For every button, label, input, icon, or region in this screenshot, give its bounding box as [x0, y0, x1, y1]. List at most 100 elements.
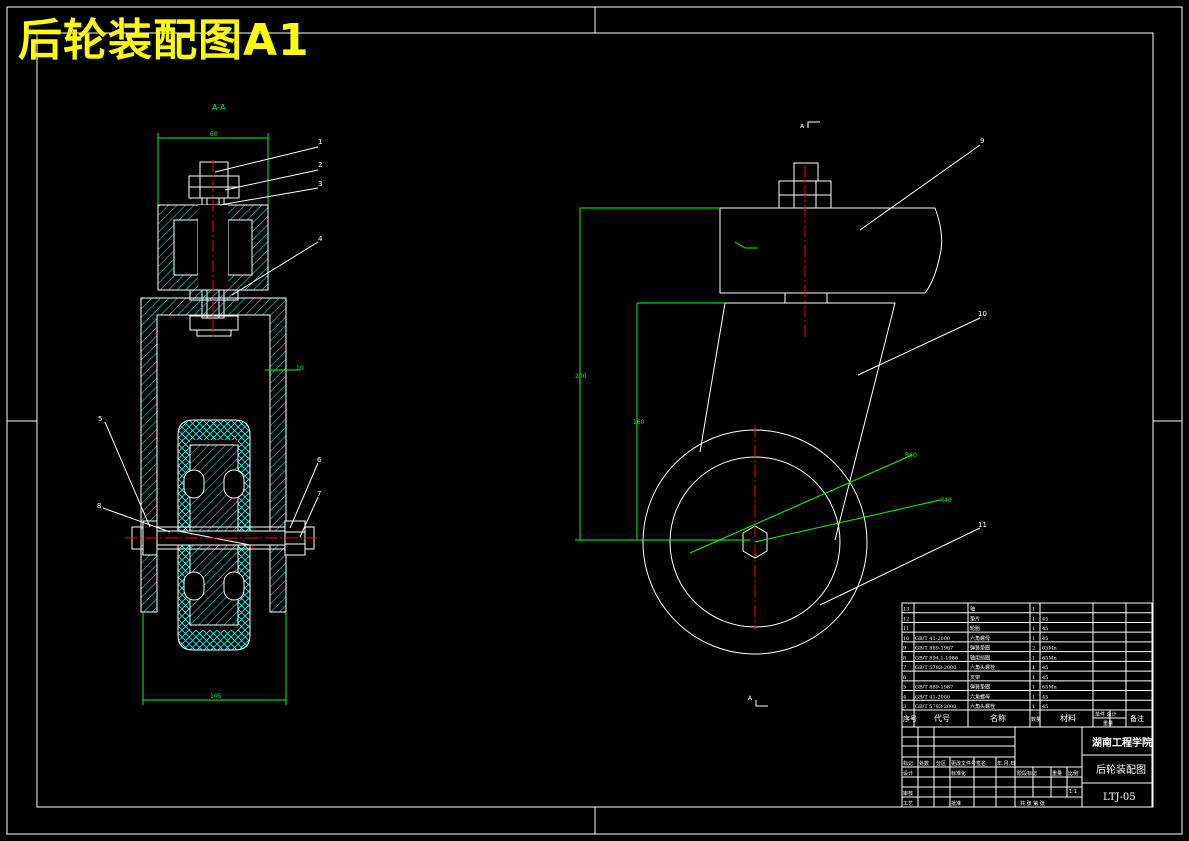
- bom-cell-material: 45: [1042, 675, 1048, 681]
- bom-cell-name: 六角头螺栓: [970, 703, 995, 710]
- balloon-9: 9: [980, 137, 984, 145]
- bom-header: [902, 603, 1152, 727]
- balloon-8: 8: [97, 502, 101, 510]
- bom-cell-material: 65Mn: [1042, 655, 1057, 661]
- bom-cell-no: 9: [903, 646, 906, 652]
- bom-cell-no: 8: [903, 655, 906, 661]
- label-signature: 签名: [976, 760, 986, 767]
- bom-cell-qty: 1: [1032, 655, 1035, 661]
- bom-cell-no: 12: [903, 616, 909, 622]
- balloon-11: 11: [978, 521, 987, 529]
- bom-header-name: 名称: [990, 713, 1006, 723]
- drawing-code: LTJ-05: [1103, 792, 1136, 803]
- bom-cell-no: 11: [903, 626, 909, 632]
- balloon-10: 10: [978, 310, 987, 318]
- bom-cell-name: 轴用挡圈: [970, 654, 990, 661]
- fork-frame: [140, 297, 287, 613]
- bom-cell-material: 45: [1042, 704, 1048, 710]
- bom-cell-qty: 1: [1032, 626, 1035, 632]
- bom-cell-material: 65Mn: [1042, 685, 1057, 691]
- bottom-width-dimension: [142, 369, 300, 705]
- top-width-value: 60: [210, 131, 218, 138]
- bom-header-weight: 单件 总计: [1095, 711, 1117, 718]
- view-label-top: A: [800, 123, 805, 130]
- bom-cell-name: 轮胎: [970, 625, 980, 632]
- bom-cell-qty: 1: [1032, 685, 1035, 691]
- view-arrow-bottom: [755, 700, 768, 707]
- bom-cell-material: 45: [1042, 636, 1048, 642]
- balloon-2: 2: [318, 161, 322, 169]
- mount-plate: [719, 207, 943, 304]
- label-scale: 比例: [1068, 770, 1078, 777]
- angle-a-value: R60: [905, 452, 917, 459]
- left-leaders: [102, 146, 319, 538]
- bom-cell-code: GB/T 41-2000: [915, 694, 950, 700]
- bom-cell-name: 弹簧垫圈: [970, 684, 990, 691]
- label-count: 处数: [919, 760, 929, 767]
- top-width-dimension: [157, 133, 269, 205]
- label-zone: 分区: [936, 760, 946, 767]
- right-front-view: A A: [575, 121, 987, 707]
- bom-cell-no: 3: [903, 704, 906, 710]
- title-block: 湖南工程学院 后轮装配图 LTJ-05 标记 处数 分区 更改文件号 签名 年.…: [901, 726, 1153, 808]
- bom-cell-name: 六角螺母: [970, 635, 990, 642]
- left-center-lines: [125, 160, 320, 539]
- left-section-view: A-A 60: [97, 103, 323, 705]
- bom-cell-qty: 1: [1032, 636, 1035, 642]
- bom-cell-name: 叉架: [970, 675, 980, 681]
- bom-cell-name: 轴: [970, 606, 975, 613]
- bom-cell-code: GB/T 5783-2000: [915, 704, 956, 710]
- balloon-1: 1: [318, 138, 322, 146]
- bom-cell-qty: 1: [1032, 704, 1035, 710]
- label-process: 工艺: [903, 801, 913, 807]
- bom-cell-no: 13: [903, 607, 909, 613]
- bom-cell-name: 六角螺母: [970, 693, 990, 700]
- label-date: 年.月.日: [997, 760, 1015, 767]
- view-arrow-top: [807, 121, 820, 128]
- inner-height-value: 160: [633, 419, 645, 426]
- section-view-label: A-A: [212, 103, 226, 112]
- bom-header-code: 代号: [934, 713, 950, 723]
- bom-cell-no: 6: [903, 675, 906, 681]
- label-stage: 阶段标记: [1017, 770, 1037, 777]
- side-dim-value: 10: [296, 365, 304, 372]
- bom-cell-qty: 1: [1032, 694, 1035, 700]
- balloon-7: 7: [317, 490, 321, 498]
- bom-cell-material: 45: [1042, 694, 1048, 700]
- bom-cell-no: 4: [903, 694, 906, 700]
- bom-cell-material: 45: [1042, 665, 1048, 671]
- label-check: 审核: [903, 790, 913, 797]
- drawing-title: 后轮装配图A1: [18, 15, 310, 66]
- right-leaders: [819, 144, 981, 606]
- bom-cell-material: 45: [1042, 626, 1048, 632]
- drawing-name: 后轮装配图: [1096, 763, 1146, 776]
- label-approve: 批准: [951, 800, 961, 807]
- bom-cell-qty: 1: [1032, 607, 1035, 613]
- sheet-count: 共 张 第 张: [1020, 800, 1045, 807]
- bom-header-remark: 备注: [1130, 714, 1144, 723]
- bom-cell-code: GB/T 5783-2000: [915, 665, 956, 671]
- balloon-5: 5: [98, 415, 102, 423]
- sheet-frame: [6, 6, 1183, 835]
- bom-cell-code: GB/T 889-1987: [915, 685, 953, 691]
- bom-cell-no: 10: [903, 636, 909, 642]
- bom-cell-qty: 1: [1032, 675, 1035, 681]
- label-change-doc: 更改文件号: [951, 760, 976, 767]
- bottom-width-value: 105: [210, 693, 222, 700]
- overall-height-value: 200: [575, 373, 587, 380]
- bom-header-material: 材料: [1060, 713, 1076, 723]
- scale-value: 1:1: [1069, 789, 1077, 795]
- bom-cell-name: 六角头螺栓: [970, 664, 995, 671]
- bom-cell-no: 5: [903, 685, 906, 691]
- balloon-4: 4: [318, 235, 323, 243]
- balloon-3: 3: [318, 180, 322, 188]
- bom-cell-qty: 1: [1032, 616, 1035, 622]
- bom-cell-code: GB/T 41-2000: [915, 636, 950, 642]
- balloon-6: 6: [317, 456, 322, 464]
- label-design: 设计: [903, 770, 913, 777]
- bom-cell-material: 65Mn: [1042, 646, 1057, 652]
- bom-cell-name: 弹簧垫圈: [970, 645, 990, 652]
